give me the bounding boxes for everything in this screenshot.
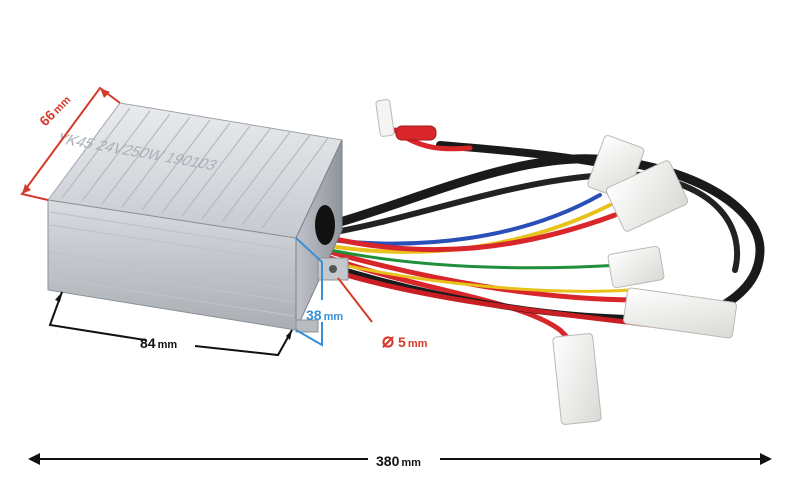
ring-lug-connector [375, 99, 437, 141]
total-unit: mm [401, 457, 421, 469]
connector-5 [552, 333, 602, 425]
total-value: 380 [376, 453, 400, 469]
length-dimension-line [48, 291, 146, 341]
length-unit: mm [157, 339, 178, 351]
hole-value: 5 [398, 334, 406, 350]
connector-4 [623, 287, 737, 339]
height-unit: mm [323, 311, 344, 323]
dimension-lines [20, 86, 772, 465]
connectors [375, 99, 737, 425]
diameter-icon: ⌀ [382, 330, 395, 352]
height-value: 38 [306, 307, 322, 323]
hole-leader-line [337, 277, 373, 323]
green-wire [328, 248, 622, 270]
width-dimension-line [20, 86, 121, 201]
height-dimension-line [295, 237, 323, 300]
hole-unit: mm [407, 338, 428, 350]
yellow-wire-2 [328, 260, 632, 293]
length-value: 84 [140, 335, 156, 351]
connector-3 [607, 245, 665, 289]
controller-housing: YK45 24V250W 190103 [47, 102, 349, 333]
connector-2 [605, 160, 689, 232]
red-wire-1 [327, 212, 618, 253]
